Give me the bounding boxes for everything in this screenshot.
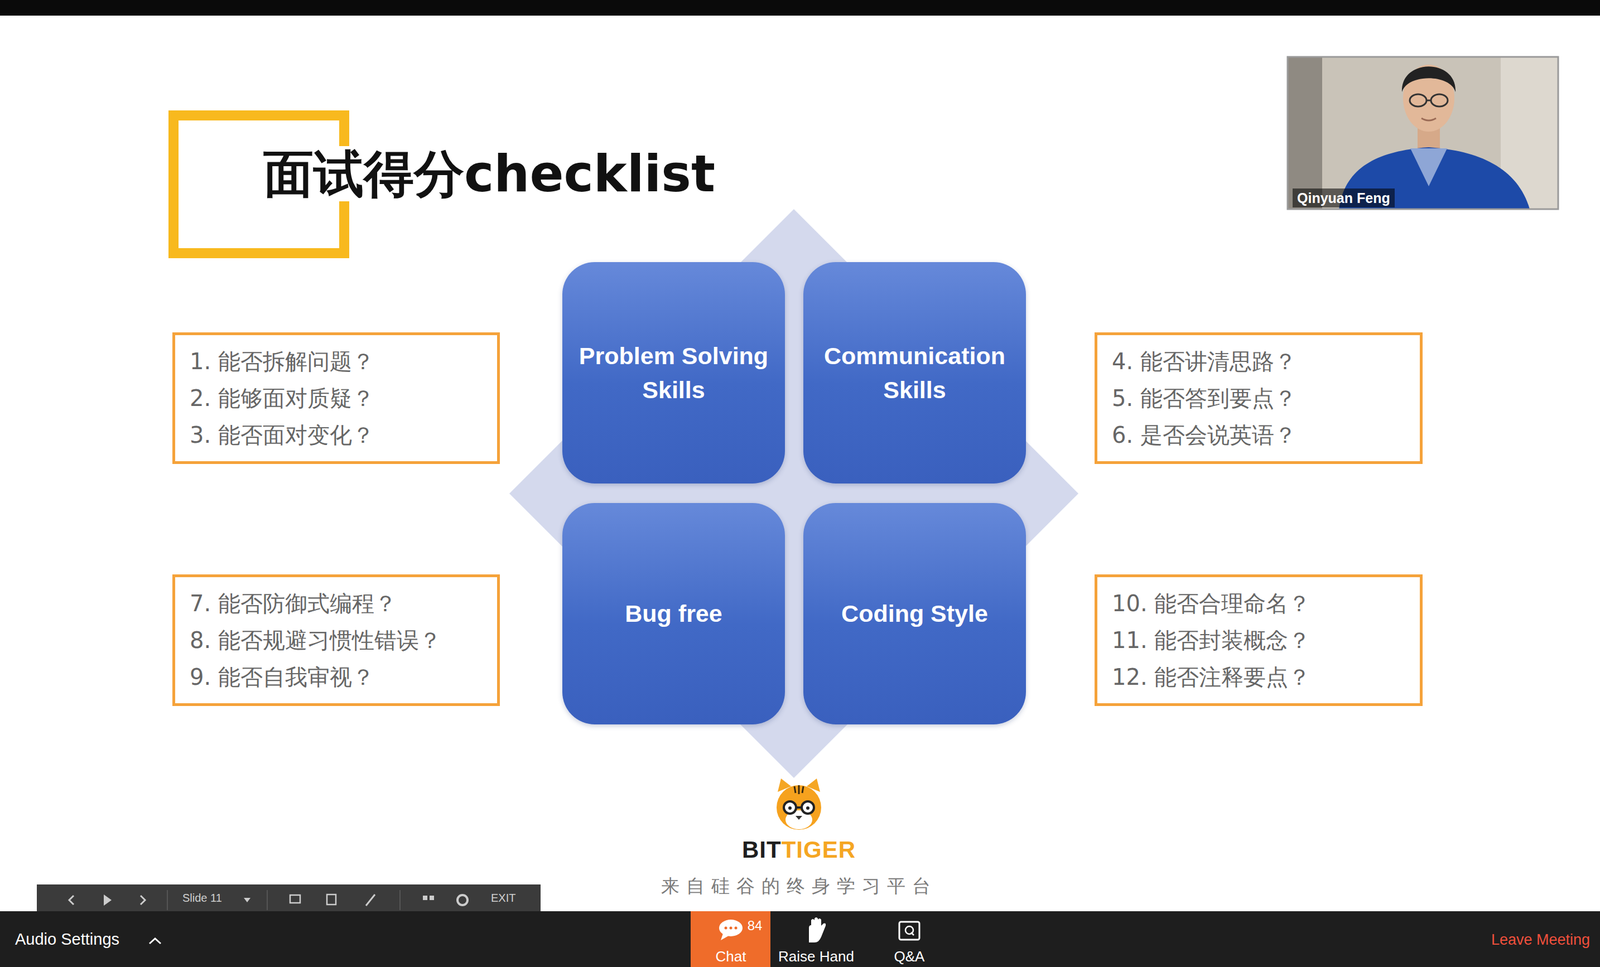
notes-icon — [326, 894, 336, 905]
toolbar-button-label: Audio Settings — [15, 929, 120, 950]
skill-box: Problem Solving Skills — [562, 262, 785, 484]
slide-title: 面试得分checklist — [258, 146, 720, 202]
checklist-question: 3. 能否面对变化？ — [189, 416, 375, 454]
chat-label: Chat — [715, 948, 747, 966]
meeting-toolbar: Audio SettingsRaise Hand Q&A Leave Meeting… — [0, 911, 1600, 967]
grid-icon — [429, 895, 435, 901]
toolbar-button-label: Raise Hand — [778, 948, 855, 966]
toolbar-separator — [399, 890, 401, 911]
skill-label: Coding Style — [841, 596, 989, 631]
chat-bubble-icon — [719, 919, 743, 937]
tiger-head — [776, 785, 822, 831]
toolbar-text: EXIT — [490, 891, 516, 905]
meeting-toolbar-ground — [0, 911, 1600, 967]
prev-icon — [69, 895, 74, 905]
toolbar-text: Slide 11 — [182, 891, 223, 905]
chat-label: 84 — [747, 918, 763, 935]
brand-word: BIT — [741, 836, 782, 864]
chat-bubble-dot — [724, 927, 728, 930]
person-glasses — [1430, 94, 1448, 107]
checklist-question: 8. 能否规避习惯性错误？ — [189, 622, 442, 659]
pen-icon — [365, 894, 375, 906]
toolbar-separator — [266, 890, 268, 911]
qa-icon — [899, 922, 920, 941]
raise-hand-icon — [808, 917, 826, 943]
grid-icon — [422, 895, 428, 901]
tiger-glasses — [783, 801, 797, 814]
checklist-question: 10. 能否合理命名？ — [1111, 585, 1311, 623]
participant-name: Qinyuan Feng — [1292, 188, 1395, 208]
question-box: 1. 能否拆解问题？2. 能够面对质疑？3. 能否面对变化？ — [172, 332, 500, 465]
skill-label: Problem Solving Skills — [577, 339, 770, 407]
chat-bubble-icon — [720, 933, 729, 941]
video-picture — [1287, 56, 1559, 210]
brand-slogan-holder: 来自硅谷的终身学习平台 — [661, 875, 938, 898]
toolbar-button-label: Leave Meeting — [1491, 931, 1590, 949]
tiger-eye — [806, 806, 810, 811]
next-icon — [140, 895, 146, 905]
dropdown-icon — [243, 898, 251, 903]
question-box: 7. 能否防御式编程？8. 能否规避习惯性错误？9. 能否自我审视？ — [172, 574, 500, 707]
slide-toolbar-ground — [36, 884, 541, 912]
chat-bubble-dot — [734, 927, 738, 930]
brand-slogan: 来自硅谷的终身学习平台 — [661, 875, 938, 898]
person-hair — [1401, 66, 1456, 93]
chat-button-ground — [690, 911, 771, 967]
top-bar — [0, 0, 1600, 16]
skill-box: Bug free — [562, 503, 785, 725]
person-glasses — [1409, 94, 1427, 107]
tiger-glasses — [801, 801, 814, 814]
backdrop-diamond — [509, 209, 1079, 779]
skill-box: Coding Style — [803, 503, 1026, 725]
person-shirt — [1410, 148, 1448, 187]
tiger-nose — [795, 816, 803, 821]
toolbar-button-label: Q&A — [894, 948, 925, 966]
tiger-logo — [776, 778, 822, 831]
checklist-question: 6. 是否会说英语？ — [1111, 416, 1297, 454]
question-box: 10. 能否合理命名？11. 能否封装概念？12. 能否注释要点？ — [1094, 574, 1423, 707]
comment-icon — [290, 895, 301, 904]
checklist-question: 7. 能否防御式编程？ — [189, 585, 397, 623]
person-glasses — [1426, 99, 1431, 102]
skill-label: Bug free — [624, 596, 722, 631]
tiger-eye — [788, 806, 792, 811]
chat-bubble-dot — [729, 927, 733, 930]
play-icon — [103, 894, 112, 906]
slide-toolbar: Slide 11 EXIT — [36, 884, 541, 912]
tiger-stripes — [794, 785, 804, 795]
video-wall-panel — [1287, 56, 1323, 210]
tiger-glasses — [796, 806, 802, 809]
checklist-question: 11. 能否封装概念？ — [1111, 622, 1311, 659]
chat-button: 84Chat — [690, 911, 771, 967]
video-ground — [1287, 56, 1559, 210]
checklist-question: 12. 能否注释要点？ — [1111, 658, 1311, 696]
gear-icon — [457, 895, 468, 906]
question-box: 4. 能否讲清思路？5. 能否答到要点？6. 是否会说英语？ — [1094, 332, 1423, 465]
meeting-toolbar-art — [0, 911, 1600, 967]
checklist-question: 1. 能否拆解问题？ — [189, 343, 375, 380]
checklist-question: 4. 能否讲清思路？ — [1111, 343, 1297, 380]
chevron-icon — [149, 938, 161, 944]
person-mouth — [1421, 118, 1436, 121]
qa-icon — [911, 932, 914, 936]
skill-box: Communication Skills — [803, 262, 1026, 484]
checklist-question: 9. 能否自我审视？ — [189, 658, 375, 696]
video-border — [1287, 56, 1559, 210]
skill-label: Communication Skills — [818, 339, 1011, 407]
toolbar-separator — [166, 890, 168, 911]
video-tile: Qinyuan Feng — [1287, 56, 1559, 210]
checklist-question: 2. 能够面对质疑？ — [189, 379, 375, 417]
checklist-question: 5. 能否答到要点？ — [1111, 379, 1297, 417]
brand-wordmark: BITTIGER — [741, 836, 856, 864]
brand-word: TIGER — [781, 836, 856, 864]
slide-toolbar-art — [36, 884, 541, 912]
